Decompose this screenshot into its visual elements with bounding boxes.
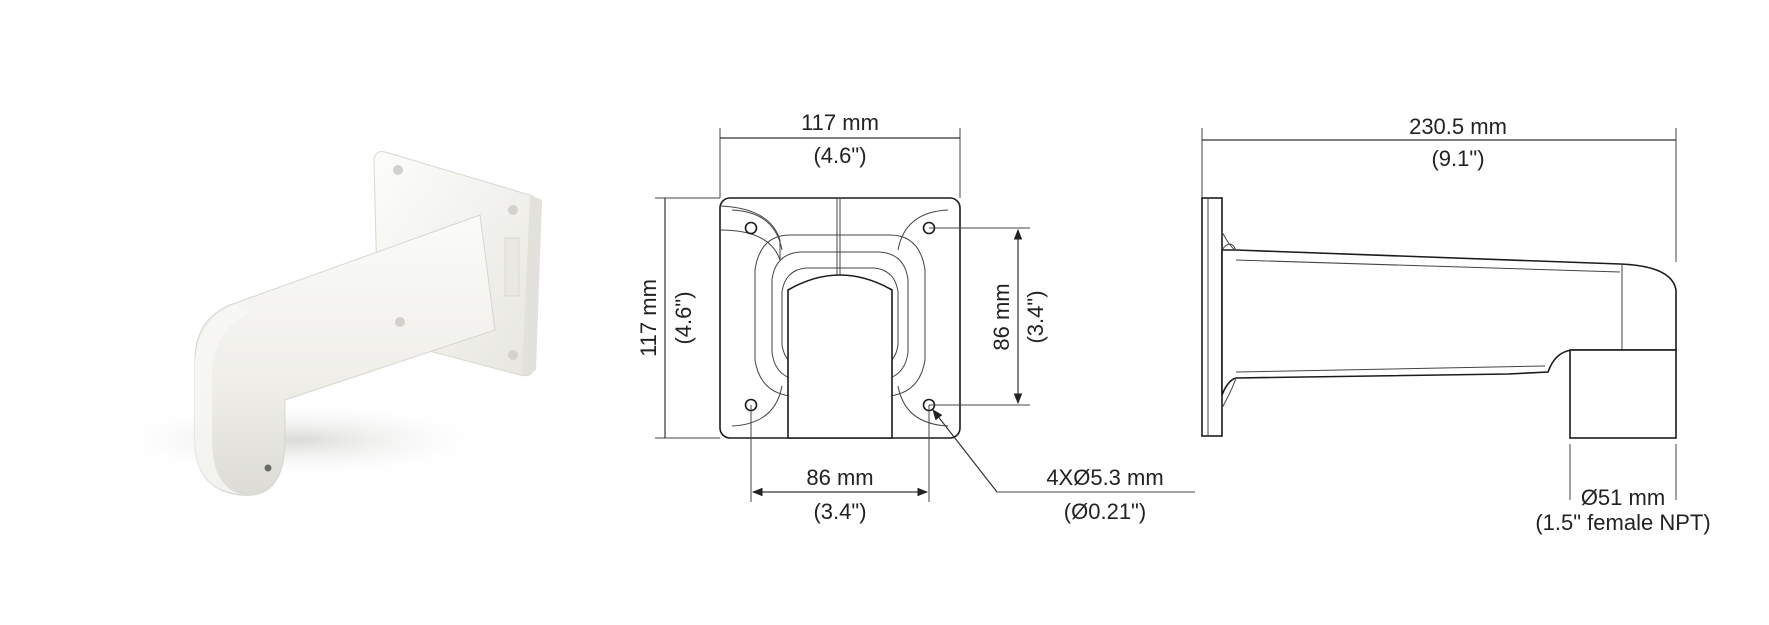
front-height-in: (4.6") <box>671 291 696 344</box>
side-plate <box>1201 197 1223 437</box>
side-length-mm: 230.5 mm <box>1409 114 1507 139</box>
mount-arm <box>194 214 496 496</box>
hole-diameter-in: (Ø0.21") <box>1064 499 1146 524</box>
plate-hole <box>393 165 403 175</box>
arm-tube <box>787 274 893 439</box>
plate-hole <box>395 317 405 327</box>
front-height-mm: 117 mm <box>636 279 661 357</box>
hole-horizontal-mm: 86 mm <box>806 465 873 490</box>
hole-vertical-in: (3.4") <box>1023 290 1048 343</box>
plate-hole <box>508 205 518 215</box>
hole-horizontal-in: (3.4") <box>813 499 866 524</box>
front-width-mm: 117 mm <box>801 110 879 135</box>
thread-spec-in: (1.5" female NPT) <box>1535 510 1710 535</box>
plate-hole <box>508 350 518 360</box>
side-tube <box>1569 349 1677 439</box>
side-view: 230.5 mm (9.1") Ø51 mm (1.5" female NPT) <box>1201 114 1711 535</box>
set-screw <box>264 464 272 472</box>
front-width-in: (4.6") <box>813 143 866 168</box>
product-shadow <box>100 400 500 480</box>
hole-vertical-mm: 86 mm <box>989 283 1014 350</box>
product-label-sticker <box>504 237 520 297</box>
plate-edge <box>522 195 542 376</box>
mounting-hole <box>744 221 758 235</box>
thread-diameter-mm: Ø51 mm <box>1581 485 1665 510</box>
front-view: 117 mm (4.6") 117 mm (4.6") 86 mm (3.4")… <box>636 110 1195 524</box>
hole-diameter-mm: 4XØ5.3 mm <box>1046 465 1163 490</box>
product-image <box>100 151 542 496</box>
side-length-in: (9.1") <box>1431 146 1484 171</box>
